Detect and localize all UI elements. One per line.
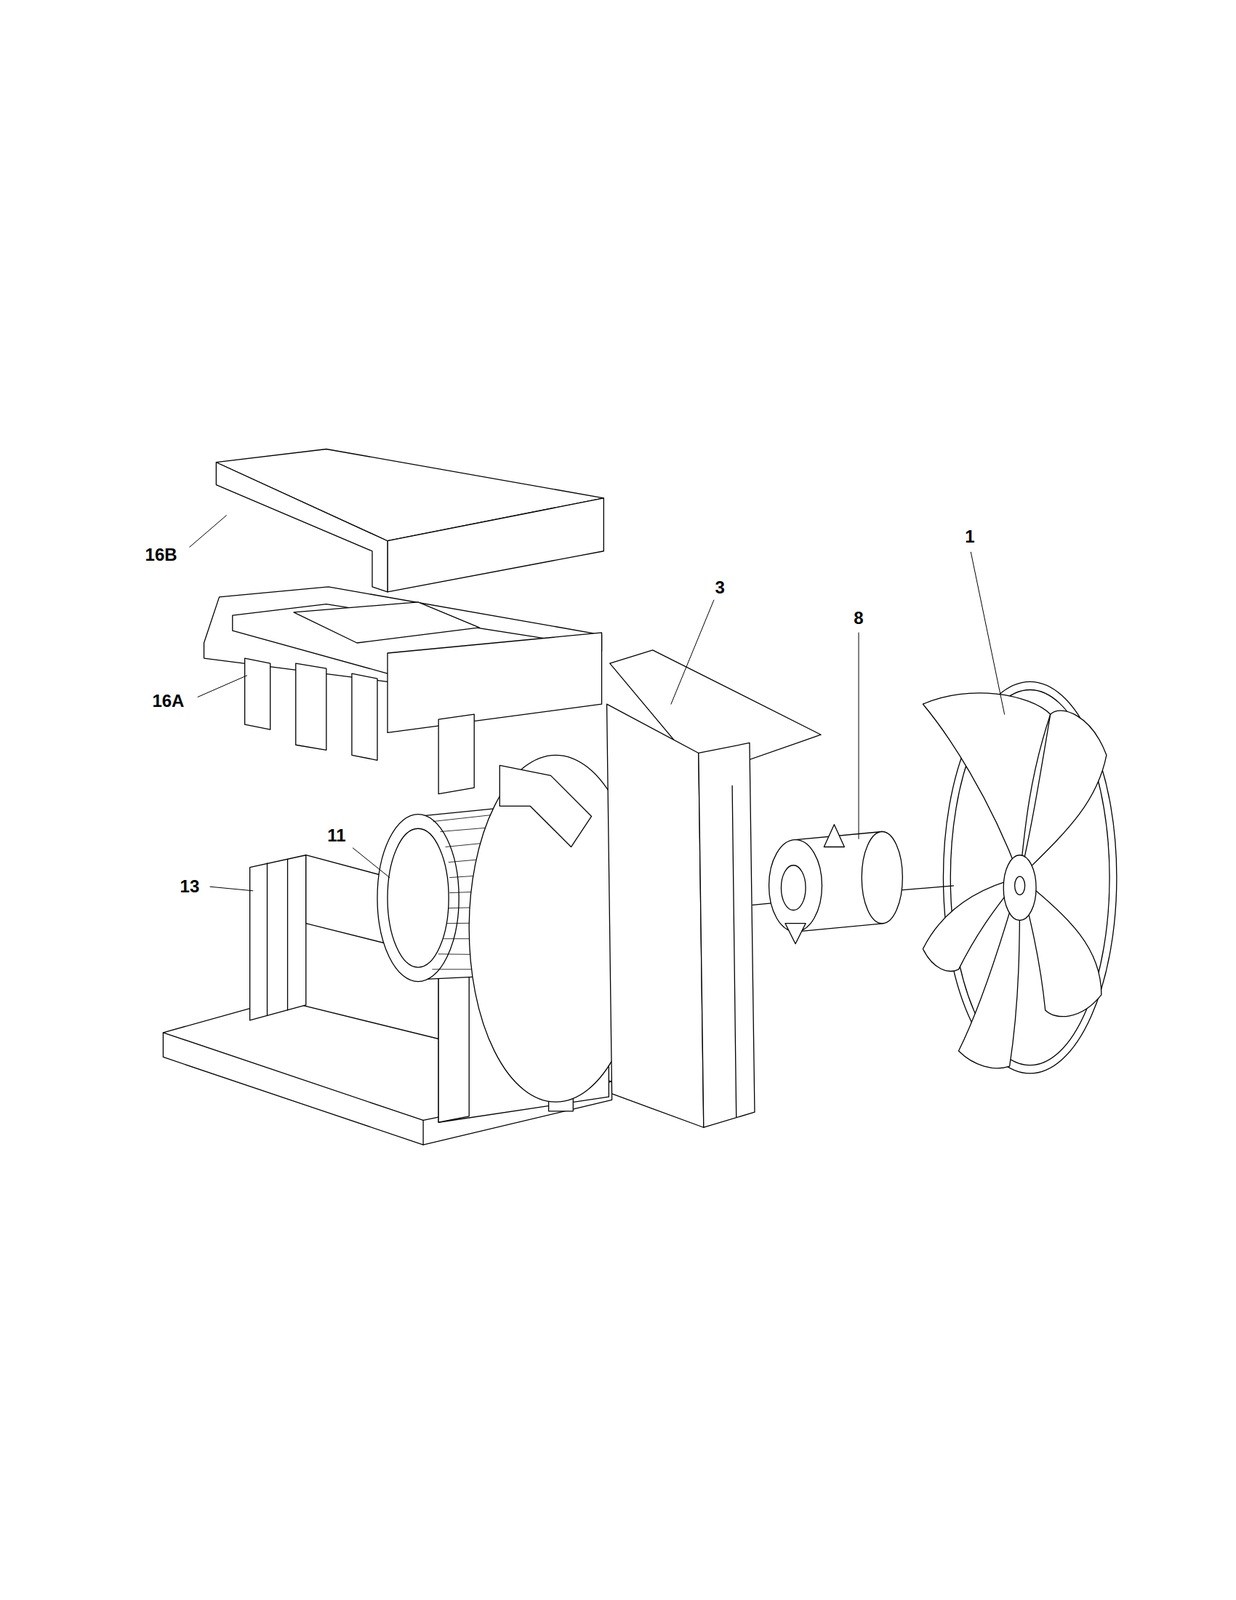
fan-hub bbox=[1003, 855, 1037, 921]
motor-tab bbox=[785, 923, 806, 944]
callout-number: 16B bbox=[143, 545, 179, 565]
housing-rib bbox=[266, 863, 268, 1015]
motor-face bbox=[769, 839, 823, 932]
callout-number: 16A bbox=[150, 691, 186, 711]
top-tray bbox=[204, 586, 603, 794]
tray-leg bbox=[438, 713, 475, 794]
shroud-side bbox=[698, 742, 755, 1127]
leader-line bbox=[858, 632, 860, 839]
cover-side bbox=[215, 462, 388, 592]
callout-number: 13 bbox=[178, 876, 202, 896]
fan-blade bbox=[1020, 710, 1107, 877]
leader-line bbox=[970, 551, 1005, 714]
motor-hub bbox=[780, 865, 806, 911]
wheel-end bbox=[377, 814, 459, 982]
wheel-end-inner bbox=[387, 828, 449, 967]
housing-rib bbox=[287, 858, 288, 1010]
leader-line bbox=[352, 847, 389, 878]
tray-front bbox=[387, 632, 603, 733]
condenser-fan bbox=[922, 681, 1117, 1074]
cover-front bbox=[387, 498, 604, 592]
tray-channel bbox=[293, 602, 480, 643]
motor-tab bbox=[823, 824, 845, 848]
tray-leg bbox=[351, 673, 378, 760]
shroud-panel bbox=[607, 703, 704, 1127]
fan-hub-center bbox=[1014, 876, 1026, 895]
motor-end bbox=[861, 831, 903, 923]
shroud-edge bbox=[732, 785, 737, 1117]
tray-leg bbox=[245, 657, 271, 730]
fan-motor bbox=[752, 824, 954, 944]
housing-edge bbox=[422, 1119, 424, 1145]
callout-number: 1 bbox=[963, 527, 976, 547]
cover bbox=[215, 448, 604, 592]
housing-back-wall bbox=[250, 855, 307, 1021]
callout-number: 11 bbox=[325, 825, 347, 845]
tray-leg bbox=[295, 663, 327, 750]
leader-line bbox=[189, 515, 227, 547]
shroud bbox=[468, 649, 821, 1127]
callout-number: 3 bbox=[713, 578, 727, 597]
leader-lines bbox=[189, 515, 1005, 891]
leader-line bbox=[210, 886, 254, 891]
callout-number: 8 bbox=[852, 608, 865, 628]
leader-line bbox=[671, 599, 714, 704]
bracket bbox=[499, 764, 592, 847]
leader-line bbox=[197, 675, 247, 697]
